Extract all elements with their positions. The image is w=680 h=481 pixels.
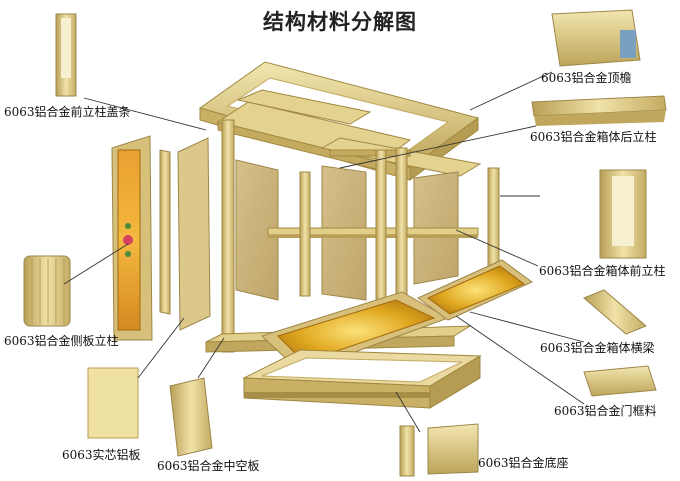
left-side-panel (159, 137, 211, 331)
label-rear-column: 6063铝合金箱体后立柱 (530, 130, 657, 144)
label-front-column-cap: 6063铝合金前立柱盖条 (4, 105, 131, 119)
part-front-column (599, 169, 647, 259)
part-crossbeam (583, 289, 647, 335)
label-crossbeam: 6063铝合金箱体横梁 (540, 341, 655, 355)
part-rear-column (531, 95, 667, 126)
label-hollow-panel: 6063铝合金中空板 (157, 459, 260, 473)
part-front-column-cap (55, 13, 77, 97)
part-eave-profile (551, 9, 641, 67)
label-solid-panel: 6063实芯铝板 (62, 448, 141, 462)
part-base-profile (399, 423, 479, 477)
part-hollow-panel (169, 377, 213, 457)
label-base: 6063铝合金底座 (478, 456, 569, 470)
part-solid-panel (87, 367, 139, 439)
label-eave: 6063铝合金顶檐 (541, 71, 632, 85)
cabinet-base (242, 349, 482, 409)
leader-lines (63, 71, 585, 433)
cabinet-columns (221, 119, 500, 353)
middle-crossbeams (267, 227, 479, 238)
label-front-column: 6063铝合金箱体前立柱 (539, 264, 666, 278)
diagram-title: 结构材料分解图 (263, 10, 417, 34)
part-side-panel-column (23, 255, 71, 327)
label-door-frame: 6063铝合金门框料 (554, 404, 657, 418)
label-side-panel-column: 6063铝合金侧板立柱 (4, 334, 119, 348)
upper-frame-rails (216, 89, 482, 177)
part-door-frame (583, 365, 657, 397)
front-column-cap-ornament (111, 135, 153, 341)
